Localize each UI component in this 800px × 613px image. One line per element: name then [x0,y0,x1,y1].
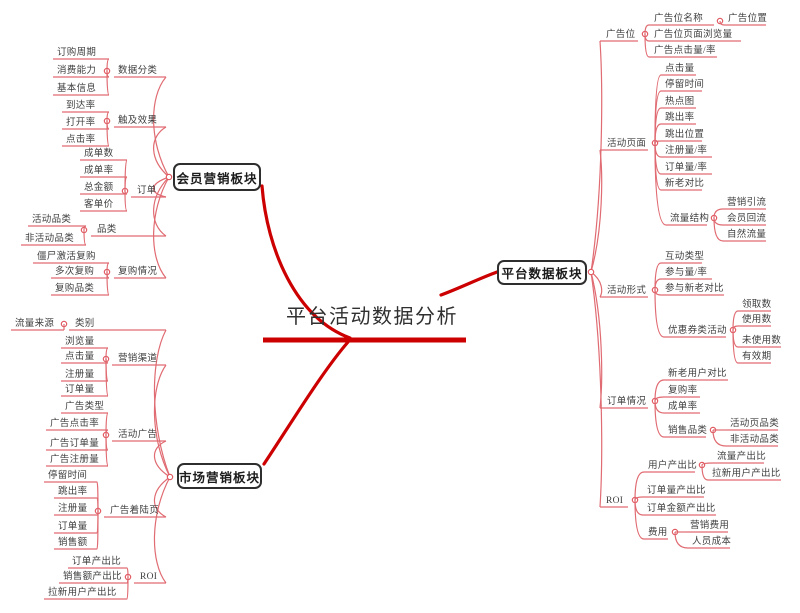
branch-topic-platform[interactable]: 平台数据板块 [497,260,587,285]
mindmap-node[interactable]: 优惠券类活动 [668,326,727,336]
mindmap-node[interactable]: 广告位页面浏览量 [654,30,733,40]
mindmap-node[interactable]: 订单产出比 [72,557,122,567]
mindmap-node[interactable]: 使用数 [742,315,772,325]
mindmap-node[interactable]: 销售额产出比 [63,572,122,582]
mindmap-node[interactable]: 点击量 [65,352,95,362]
mindmap-node[interactable]: 数据分类 [118,66,158,76]
mindmap-node[interactable]: 活动广告 [118,430,158,440]
mindmap-node[interactable]: 活动形式 [607,286,647,296]
mindmap-node[interactable]: 广告点击率 [50,419,100,429]
mindmap-node[interactable]: 复购品类 [55,284,95,294]
mindmap-node[interactable]: 跳出率 [665,113,695,123]
mindmap-node[interactable]: 消费能力 [57,66,97,76]
mindmap-node[interactable]: 流量结构 [670,214,710,224]
mindmap-node[interactable]: 广告订单量 [50,439,100,449]
mindmap-node[interactable]: 复购情况 [118,267,158,277]
mindmap-node[interactable]: 拉新用户产出比 [48,588,117,598]
mindmap-node[interactable]: 用户产出比 [648,461,698,471]
mindmap-node[interactable]: 新老对比 [665,179,705,189]
mindmap-node[interactable]: 未使用数 [742,336,782,346]
mindmap-node[interactable]: 拉新用户产出比 [712,469,781,479]
mindmap-node[interactable]: 打开率 [66,118,96,128]
mindmap-node[interactable]: 到达率 [66,101,96,111]
mindmap-node[interactable]: 客单价 [84,200,114,210]
mindmap-node[interactable]: 领取数 [742,300,772,310]
mindmap-node[interactable]: 销售品类 [668,426,708,436]
mindmap-node[interactable]: 订单情况 [607,397,647,407]
mindmap-node[interactable]: ROI [140,572,158,582]
mindmap-node[interactable]: 广告注册量 [50,455,100,465]
mindmap-node[interactable]: 广告位 [606,30,636,40]
mindmap-node[interactable]: 僵尸激活复购 [37,252,96,262]
mindmap-node[interactable]: 热点图 [665,97,695,107]
mindmap-node[interactable]: 参与新老对比 [665,284,724,294]
mindmap-node[interactable]: 营销引流 [727,198,767,208]
central-topic[interactable]: 平台活动数据分析 [286,306,458,328]
mindmap-node[interactable]: 订单量 [58,522,88,532]
mindmap-node[interactable]: ROI [606,496,624,506]
mindmap-node[interactable]: 销售额 [58,538,88,548]
mindmap-node[interactable]: 营销渠道 [118,354,158,364]
mindmap-node[interactable]: 订购周期 [57,48,97,58]
mindmap-node[interactable]: 活动品类 [32,215,72,225]
mindmap-node[interactable]: 非活动品类 [25,234,75,244]
mindmap-node[interactable]: 品类 [97,225,117,235]
mindmap-node[interactable]: 多次复购 [55,267,95,277]
mindmap-node[interactable]: 注册量 [58,504,88,514]
mindmap-node[interactable]: 浏览量 [65,337,95,347]
mindmap-node[interactable]: 停留时间 [665,80,705,90]
mindmap-node[interactable]: 广告位名称 [654,14,704,24]
mindmap-node[interactable]: 点击量 [665,64,695,74]
mindmap-node[interactable]: 总金额 [84,183,114,193]
mindmap-node[interactable]: 活动页品类 [730,419,780,429]
mindmap-node[interactable]: 新老用户对比 [668,369,727,379]
mindmap-node[interactable]: 订单量产出比 [647,486,706,496]
mindmap-node[interactable]: 注册量/率 [665,146,708,156]
mindmap-node[interactable]: 参与量/率 [665,268,708,278]
mindmap-node[interactable]: 点击率 [66,135,96,145]
mindmap-node[interactable]: 广告类型 [65,402,105,412]
mindmap-node[interactable]: 成单率 [84,166,114,176]
mindmap-node[interactable]: 成单率 [668,402,698,412]
mindmap-node[interactable]: 广告着陆页 [110,506,160,516]
mindmap-node[interactable]: 费用 [648,528,668,538]
branch-topic-market[interactable]: 市场营销板块 [177,463,262,489]
mindmap-node[interactable]: 会员回流 [727,214,767,224]
mindmap-node[interactable]: 人员成本 [692,537,732,547]
mindmap-node[interactable]: 成单数 [84,149,114,159]
mindmap-node[interactable]: 活动页面 [607,139,647,149]
mindmap-node[interactable]: 停留时间 [48,471,88,481]
mindmap-node[interactable]: 跳出位置 [665,130,705,140]
mindmap-node[interactable]: 订单量/率 [665,163,708,173]
branch-topic-member[interactable]: 会员营销板块 [173,163,261,191]
mindmap-node[interactable]: 互动类型 [665,252,705,262]
mindmap-node[interactable]: 复购率 [668,386,698,396]
mindmap-node[interactable]: 订单量 [65,385,95,395]
mindmap-node[interactable]: 广告点击量/率 [654,46,716,56]
mindmap-node[interactable]: 触及效果 [118,116,158,126]
mindmap-node[interactable]: 订单金额产出比 [647,504,716,514]
mindmap-node[interactable]: 流量来源 [15,319,55,329]
mindmap-node[interactable]: 基本信息 [57,84,97,94]
mindmap-node[interactable]: 广告位置 [728,14,768,24]
mindmap-node[interactable]: 跳出率 [58,487,88,497]
mindmap-node[interactable]: 有效期 [742,352,772,362]
mindmap-node[interactable]: 自然流量 [727,230,767,240]
mindmap-node[interactable]: 流量产出比 [717,452,767,462]
mindmap-node[interactable]: 注册量 [65,370,95,380]
mindmap-node[interactable]: 订单 [137,186,157,196]
mindmap-node[interactable]: 营销费用 [690,521,730,531]
mindmap-node[interactable]: 非活动品类 [730,435,780,445]
mindmap-node[interactable]: 类别 [75,319,95,329]
